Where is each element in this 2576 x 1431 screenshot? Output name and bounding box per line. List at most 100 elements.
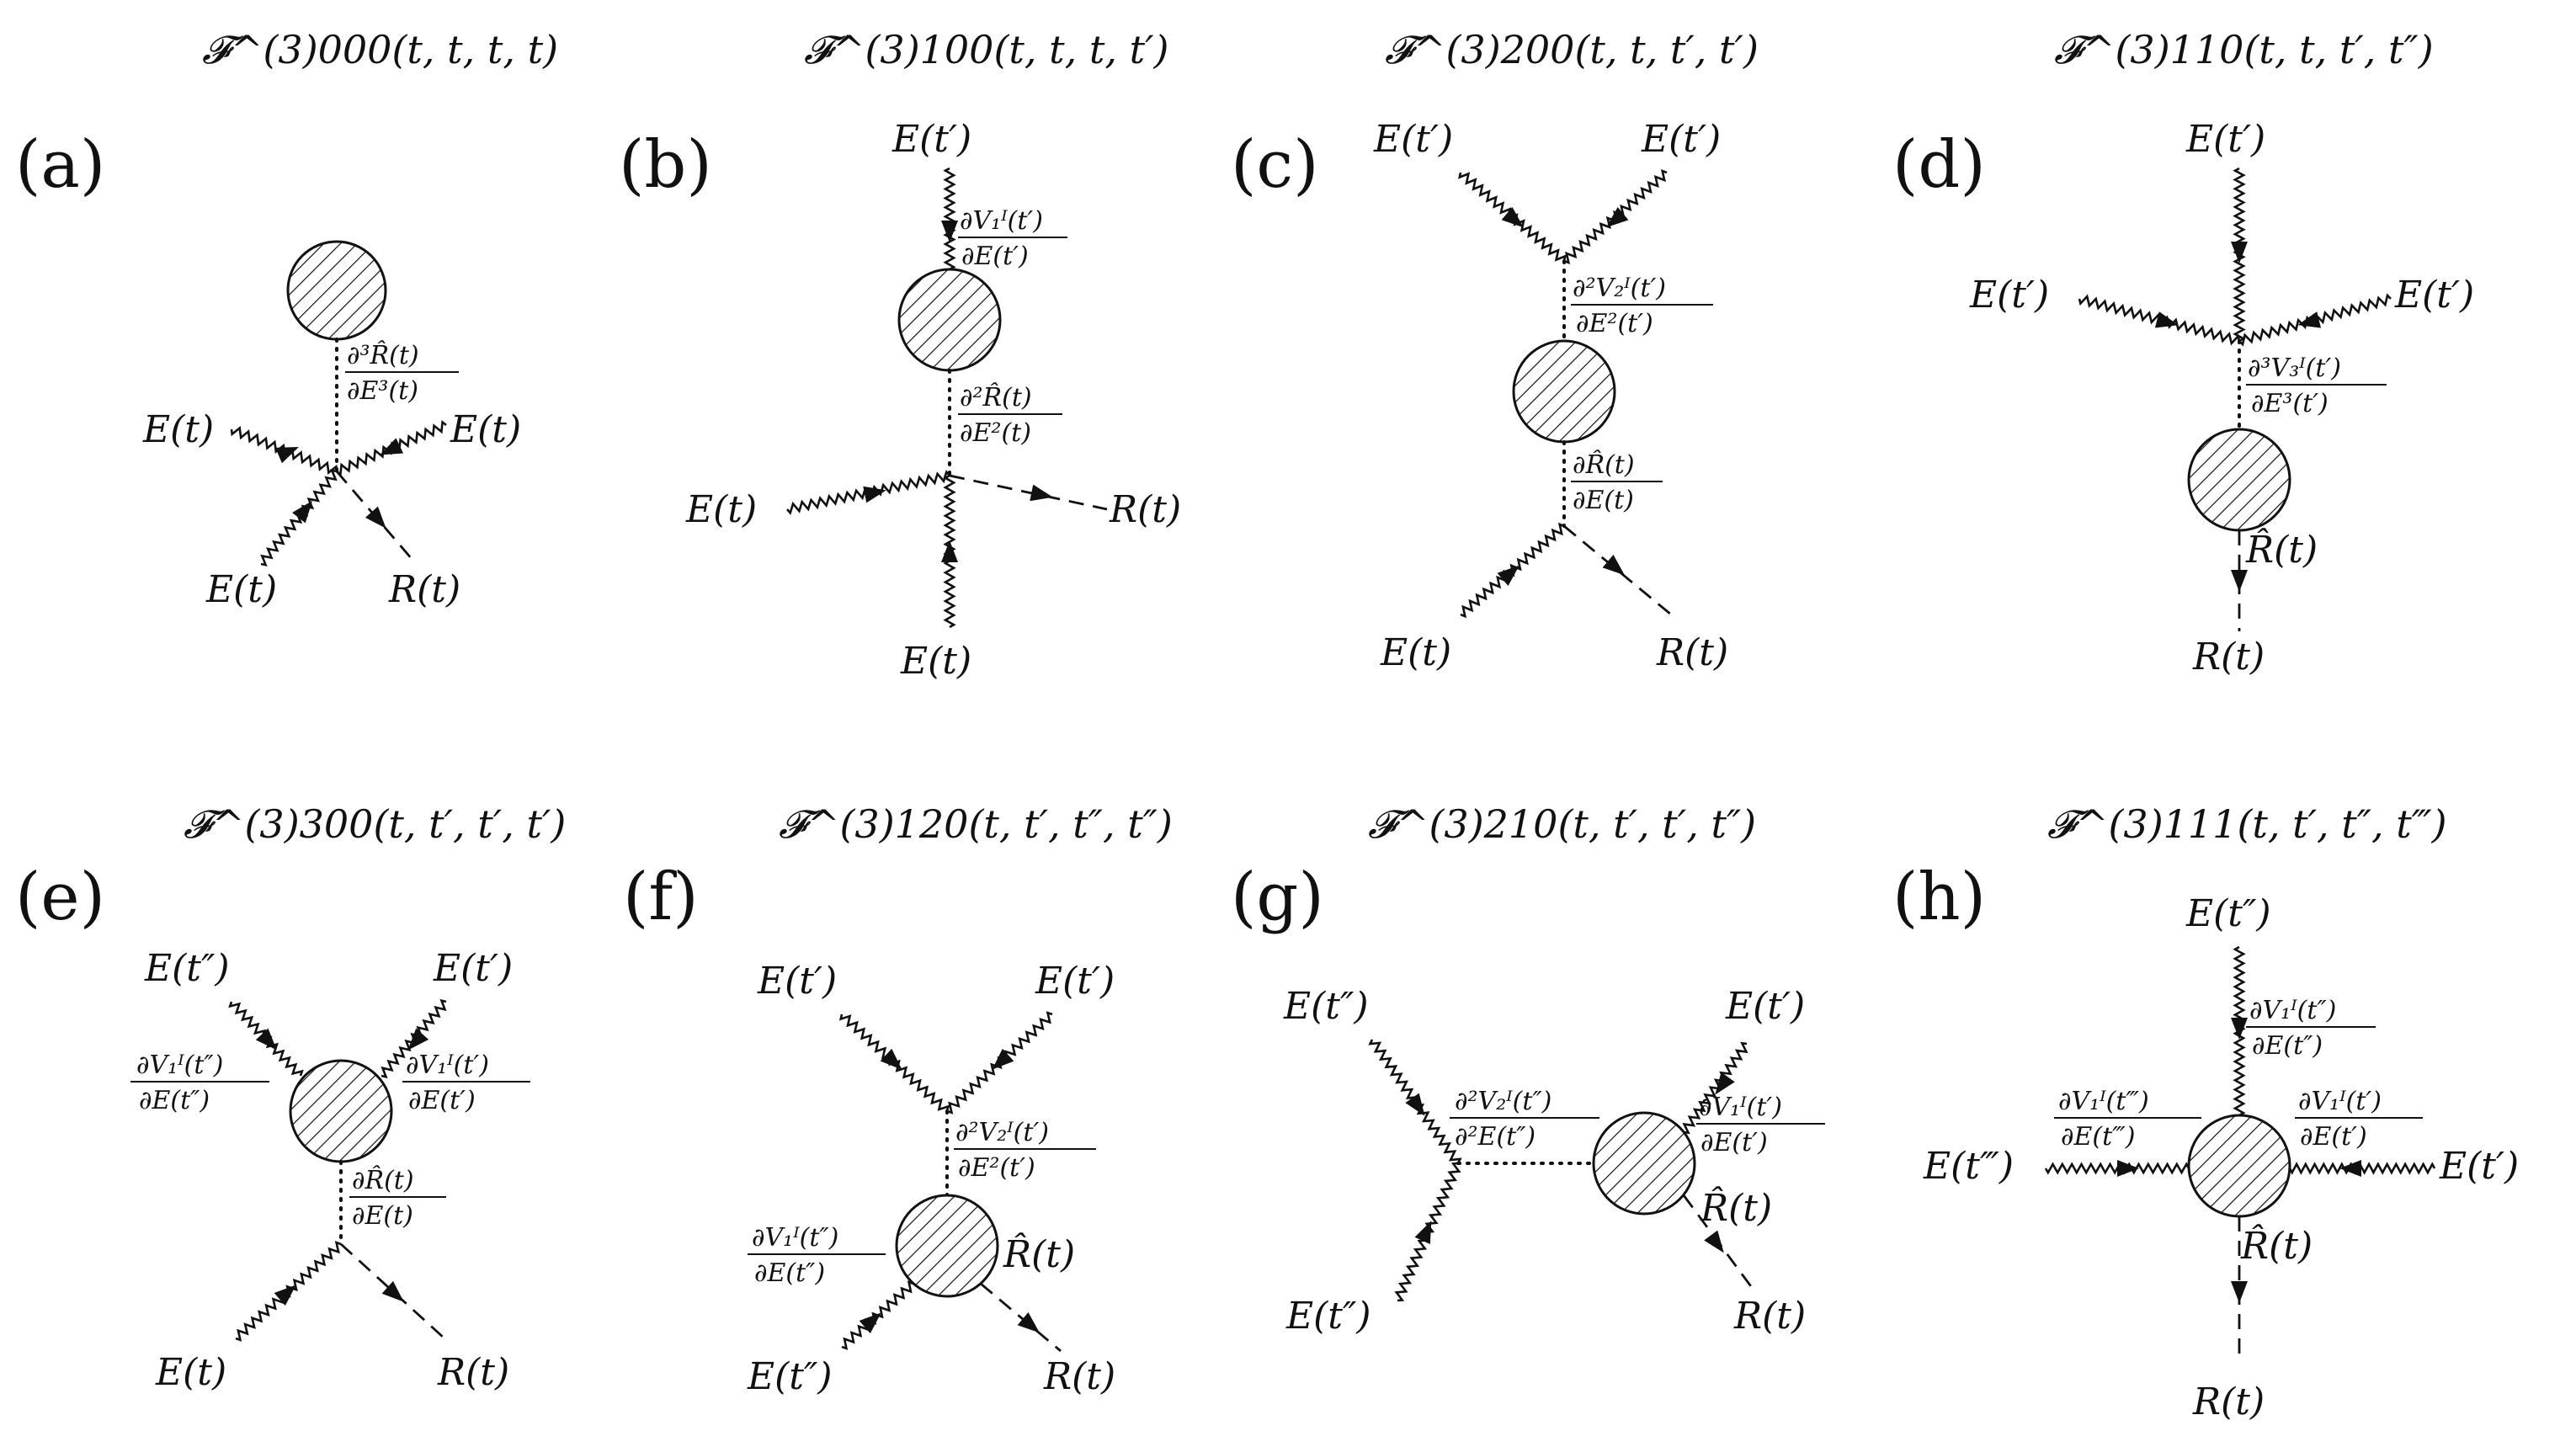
arrow-head — [1715, 1072, 1735, 1095]
wavy-field-line — [1682, 1041, 1748, 1135]
self-energy-blob — [1512, 339, 1616, 444]
frac-denominator: ∂E(t′) — [408, 1086, 476, 1115]
self-energy-blob — [2187, 1114, 2291, 1218]
arrow-triangle — [274, 1285, 296, 1306]
frac-numerator: ∂V₁ᴵ(t‴) — [2058, 1087, 2149, 1116]
arrow-head — [1704, 1230, 1724, 1253]
field-label: E(t‴) — [1923, 1145, 2014, 1188]
arrow-triangle — [407, 1028, 429, 1051]
arrow-head — [2231, 241, 2249, 263]
response-label: R(t) — [2192, 636, 2265, 678]
self-energy-blob — [286, 240, 387, 341]
response-label: R(t) — [437, 1351, 509, 1394]
arrow-triangle — [2231, 569, 2249, 592]
field-label: E(t′) — [433, 947, 513, 990]
arrow-head — [275, 446, 299, 464]
frac-numerator: ∂V₁ᴵ(t′) — [1699, 1093, 1782, 1122]
panel-d-title: 𝓕^(3)110(t, t, t′, t″) — [2054, 27, 2434, 72]
frac-numerator: ∂V₁ᴵ(t′) — [2298, 1087, 2382, 1116]
arrow-head — [941, 540, 959, 563]
arrow-triangle — [275, 446, 299, 464]
self-energy-blob — [2187, 428, 2291, 532]
panel-a-label: (a) — [15, 127, 105, 203]
frac-numerator: ∂²R̂(t) — [960, 383, 1032, 412]
frac-denominator: ∂²E(t″) — [1455, 1122, 1535, 1152]
frac-numerator: ∂V₁ᴵ(t′) — [960, 206, 1043, 236]
frac-c-1: ∂²V₂ᴵ(t′) ∂E²(t′) — [1571, 274, 1713, 338]
arrow-head — [1497, 565, 1520, 587]
arrow-head — [992, 1048, 1014, 1070]
arrow-triangle — [1405, 1093, 1425, 1116]
arrow-triangle — [941, 540, 959, 563]
frac-h-1: ∂V₁ᴵ(t″) ∂E(t″) — [2246, 996, 2376, 1061]
arrow-triangle — [1605, 207, 1629, 228]
frac-denominator: ∂E(t″) — [754, 1258, 825, 1288]
response-label: R̂(t) — [2240, 1223, 2313, 1268]
arrow-head — [1605, 207, 1629, 228]
response-label: R̂(t) — [2245, 527, 2318, 572]
frac-b-1: ∂V₁ᴵ(t′) ∂E(t′) — [958, 206, 1067, 271]
panel-g: 𝓕^(3)210(t, t′, t′, t″) (g) E(t″) E(t′) … — [1231, 801, 1825, 1338]
arrow-head — [859, 1312, 881, 1334]
arrow-triangle — [2297, 311, 2322, 328]
response-label: R̂(t) — [1700, 1185, 1772, 1230]
field-label: E(t″) — [2185, 892, 2271, 935]
frac-numerator: ∂²V₂ᴵ(t′) — [1573, 274, 1666, 303]
field-label: E(t) — [142, 408, 214, 451]
frac-denominator: ∂E(t″) — [139, 1086, 210, 1115]
arrow-triangle — [2231, 241, 2249, 263]
arrow-head — [292, 500, 313, 524]
arrow-triangle — [941, 220, 959, 242]
frac-f-1: ∂²V₂ᴵ(t′) ∂E²(t′) — [954, 1118, 1096, 1183]
self-energy-blob — [897, 268, 1002, 372]
frac-e-2: ∂V₁ᴵ(t′) ∂E(t′) — [402, 1051, 530, 1115]
field-label: E(t″) — [1285, 1295, 1371, 1338]
arrow-triangle — [1017, 1311, 1040, 1333]
arrow-head — [2231, 1280, 2249, 1303]
arrow-head — [1501, 206, 1524, 228]
frac-numerator: ∂R̂(t) — [352, 1166, 414, 1195]
frac-b-2: ∂²R̂(t) ∂E²(t) — [958, 383, 1062, 448]
arrow-head — [2231, 569, 2249, 592]
frac-numerator: ∂R̂(t) — [1573, 450, 1635, 480]
panel-d-label: (d) — [1892, 127, 1986, 203]
arrow-head — [274, 1285, 296, 1306]
panel-a-title: 𝓕^(3)000(t, t, t, t) — [202, 27, 558, 72]
arrow-triangle — [2339, 1160, 2362, 1178]
field-label: E(t′) — [757, 960, 837, 1003]
arrow-head — [380, 438, 404, 455]
frac-numerator: ∂²V₂ᴵ(t″) — [1455, 1087, 1551, 1116]
arrow-head — [365, 506, 386, 529]
arrow-head — [1414, 1221, 1432, 1244]
arrow-triangle — [2231, 1017, 2249, 1040]
frac-denominator: ∂E(t′) — [2300, 1122, 2367, 1152]
field-label: E(t′) — [1035, 960, 1115, 1003]
response-label: R̂(t) — [1003, 1232, 1075, 1276]
frac-g-1: ∂²V₂ᴵ(t″) ∂²E(t″) — [1450, 1087, 1599, 1152]
dashed-response-line — [980, 1282, 1062, 1353]
arrow-head — [2231, 1017, 2249, 1040]
self-energy-blob — [895, 1194, 999, 1298]
arrow-head — [941, 220, 959, 242]
field-label: E(t′) — [2394, 274, 2474, 317]
response-label: R(t) — [1109, 488, 1181, 531]
panel-a: 𝓕^(3)000(t, t, t, t) (a) ∂³R̂(t) ∂E³(t) … — [15, 27, 558, 611]
dashed-response-line — [949, 474, 1108, 511]
panel-g-label: (g) — [1231, 859, 1324, 935]
field-label: E(t) — [155, 1351, 226, 1394]
frac-numerator: ∂V₁ᴵ(t″) — [752, 1223, 838, 1253]
arrow-head — [381, 1280, 404, 1302]
frac-numerator: ∂³V₃ᴵ(t′) — [2248, 354, 2341, 383]
arrow-head — [1602, 554, 1625, 576]
arrow-triangle — [380, 438, 404, 455]
wavy-field-line — [943, 167, 956, 271]
panel-c-label: (c) — [1231, 127, 1319, 203]
arrow-head — [1030, 484, 1053, 502]
field-label: E(t) — [450, 408, 521, 451]
arrow-triangle — [1414, 1221, 1432, 1244]
frac-denominator: ∂E(t‴) — [2061, 1122, 2135, 1152]
field-label: E(t) — [205, 568, 277, 611]
arrow-triangle — [880, 1048, 902, 1070]
arrow-triangle — [1715, 1072, 1735, 1095]
panel-h: 𝓕^(3)111(t, t′, t″, t‴) (h) E(t″) ∂V₁ᴵ(t… — [1892, 801, 2519, 1423]
